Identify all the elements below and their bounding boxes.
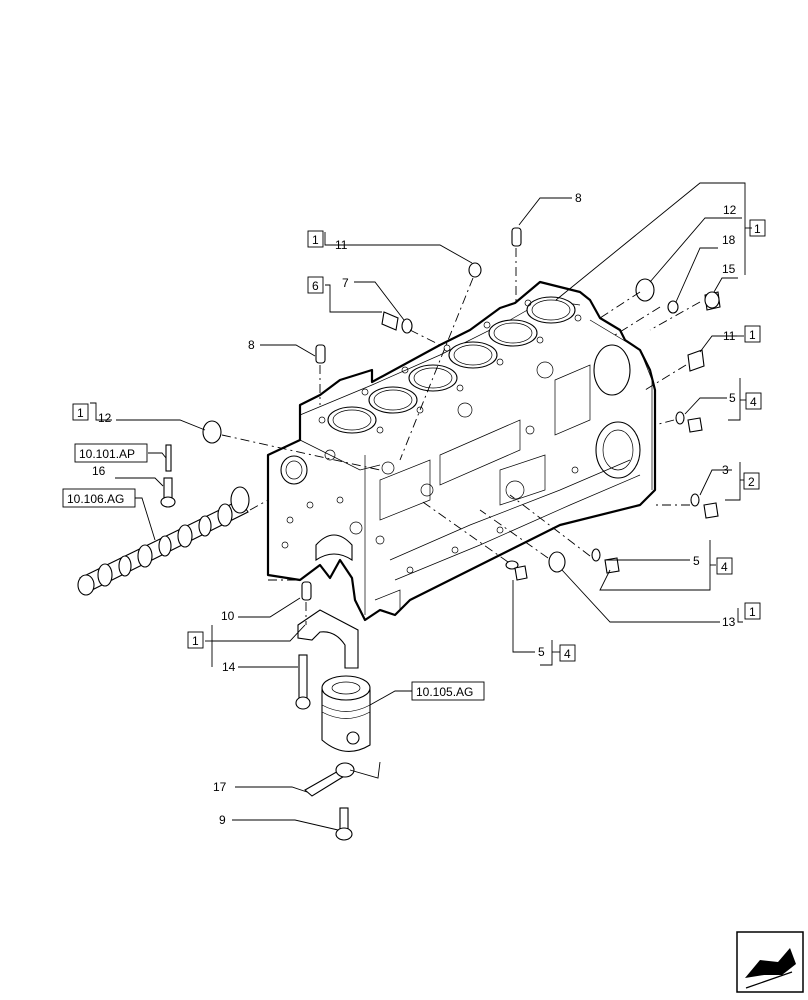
callout-9: 9 (219, 813, 226, 827)
callout-18: 18 (722, 233, 736, 247)
piston (321, 675, 371, 752)
callout-10: 10 (221, 609, 235, 623)
plug-18 (667, 300, 679, 314)
plug-5-right (675, 411, 703, 433)
bolt-9 (335, 807, 353, 841)
svg-text:4: 4 (721, 560, 728, 574)
ref-10106ag-link[interactable]: 10.106.AG (62, 488, 136, 508)
plug-5-bottom (505, 560, 528, 581)
main-bearing-cap (297, 609, 359, 669)
svg-text:1: 1 (192, 634, 199, 648)
callout-12-left: 12 (98, 411, 112, 425)
dowel-pin-bearing (301, 581, 312, 601)
plug-7 (381, 311, 413, 334)
qty-box-top-right: 1 (749, 219, 766, 237)
callout-13: 13 (722, 615, 736, 629)
plug-11-top (468, 262, 482, 278)
callout-5-bottom: 5 (538, 645, 545, 659)
svg-text:10.105.AG[interactable]: 10.105.AG (416, 685, 473, 699)
bolt-14 (295, 654, 311, 710)
qty-box-4-mid: 4 (716, 557, 733, 575)
quantity-boxes: 1 1 6 1 4 1 2 4 (72, 219, 766, 662)
camshaft (77, 486, 250, 596)
ref-10105ag-link[interactable]: 10.105.AG (411, 681, 485, 701)
callout-5-mid: 5 (693, 554, 700, 568)
ref-10101ap-link[interactable]: 10.101.AP (74, 443, 148, 463)
plug-5-mid (591, 548, 620, 574)
qty-box-11-right: 1 (744, 325, 761, 343)
svg-text:1: 1 (77, 406, 84, 420)
dowel-pin-top (511, 227, 522, 247)
plug-3 (690, 493, 719, 519)
qty-box-6: 6 (307, 276, 324, 294)
core-plug-12-right (635, 278, 655, 302)
callout-8-left: 8 (248, 338, 255, 352)
callout-3: 3 (722, 463, 729, 477)
core-plug-13 (548, 551, 566, 573)
callout-11-top: 11 (335, 238, 348, 252)
callout-15: 15 (722, 262, 736, 276)
svg-text:10.101.AP[interactable]: 10.101.AP (79, 447, 135, 461)
qty-box-4-right: 4 (745, 392, 762, 410)
callout-8-top: 8 (575, 191, 582, 205)
callout-numbers: 8 12 18 15 11 7 11 8 5 12 16 3 5 10 13 5… (92, 191, 737, 827)
assembly-center-lines (221, 248, 701, 625)
qty-box-top-left: 1 (307, 230, 324, 248)
qty-box-bearing: 1 (187, 631, 204, 649)
svg-text:1: 1 (312, 233, 319, 247)
svg-text:1: 1 (754, 222, 761, 236)
qty-box-2: 2 (743, 472, 760, 490)
svg-text:1: 1 (749, 605, 756, 619)
callout-14: 14 (222, 660, 236, 674)
svg-text:6: 6 (312, 279, 319, 293)
svg-text:1: 1 (749, 328, 756, 342)
qty-box-13: 1 (744, 602, 761, 620)
svg-text:2: 2 (748, 475, 755, 489)
arrow-previous-icon[interactable] (736, 931, 804, 993)
pin-10101ap (165, 444, 172, 472)
callout-7: 7 (342, 276, 349, 290)
qty-box-12-left: 1 (72, 403, 89, 421)
qty-box-4-bottom: 4 (559, 644, 576, 662)
leader-lines (90, 182, 752, 831)
svg-text:4: 4 (564, 647, 571, 661)
callout-16: 16 (92, 464, 106, 478)
callout-5-right-top: 5 (729, 391, 736, 405)
reference-links: 10.101.AP 10.106.AG 10.105.AG (62, 443, 485, 701)
svg-text:10.106.AG[interactable]: 10.106.AG (67, 492, 124, 506)
cylinder-bores (327, 296, 576, 434)
callout-12-top: 12 (723, 203, 737, 217)
piston-cooling-jet (304, 761, 381, 797)
svg-text:4: 4 (750, 395, 757, 409)
core-plug-12-left (202, 420, 222, 444)
plug-15 (704, 291, 721, 311)
engine-block (266, 280, 657, 622)
bolt-16 (160, 477, 176, 508)
dowel-pin-left (315, 344, 326, 364)
callout-17: 17 (213, 780, 227, 794)
callout-11-right: 11 (723, 329, 736, 343)
plug-11-right (687, 349, 705, 372)
